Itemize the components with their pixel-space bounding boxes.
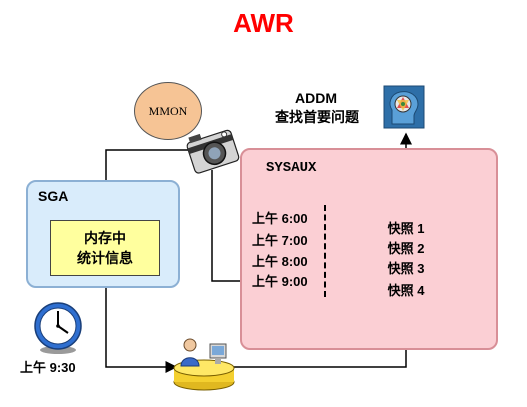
brain-gear-icon (383, 85, 425, 129)
in-memory-stats-box: 内存中 统计信息 (50, 220, 160, 276)
sysaux-label: SYSAUX (266, 160, 317, 176)
diagram-title: AWR (233, 8, 294, 38)
snapshot-4-label: 快照 4 (387, 283, 425, 298)
addm-subtitle: 查找首要问题 (275, 109, 359, 125)
sga-label: SGA (38, 188, 69, 204)
timeline-dashes (324, 205, 330, 297)
addm-title: ADDM (295, 90, 337, 106)
time-label-4: 上午 9:00 (252, 274, 308, 289)
sysaux-box (240, 148, 498, 350)
camera-icon (186, 129, 240, 174)
clock-icon (34, 302, 82, 354)
memory-line-1: 内存中 (84, 230, 126, 246)
mmon-process: MMON (134, 82, 202, 140)
sga-to-user-arrow (105, 276, 178, 373)
clock-time-label: 上午 9:30 (20, 360, 76, 375)
time-label-3: 上午 8:00 (252, 254, 308, 269)
snapshot-3-label: 快照 3 (387, 261, 425, 276)
time-label-1: 上午 6:00 (252, 211, 308, 226)
time-label-2: 上午 7:00 (252, 233, 308, 248)
snapshot-2-label: 快照 2 (387, 241, 425, 256)
mmon-label: MMON (148, 103, 188, 118)
user-at-desk-icon (173, 338, 235, 391)
snapshot-1-label: 快照 1 (387, 221, 425, 236)
memory-line-2: 统计信息 (77, 250, 133, 266)
